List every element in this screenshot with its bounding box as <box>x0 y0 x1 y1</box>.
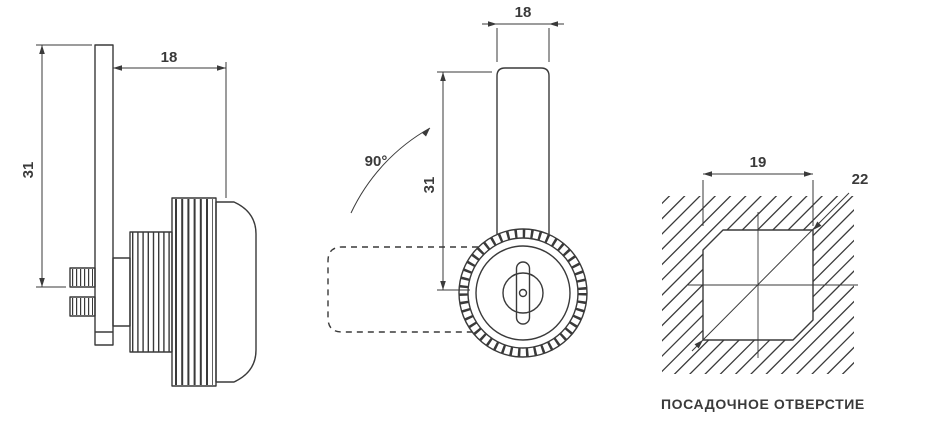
lock-face <box>458 228 588 358</box>
knurl-teeth <box>459 229 587 357</box>
dimension-front-width: 18 <box>482 4 564 62</box>
dimension-side-height: 31 <box>20 44 92 288</box>
dim-hole-width-value: 19 <box>750 154 767 171</box>
key-slot <box>515 261 531 325</box>
dimension-side-width: 18 <box>113 49 227 198</box>
bezel-circle <box>467 237 579 349</box>
center-pin <box>518 288 528 298</box>
lock-head <box>215 201 257 383</box>
cylinder-circle <box>502 272 544 314</box>
front-view: 90° 18 31 <box>327 4 588 358</box>
rotation-angle-value: 90° <box>365 153 388 170</box>
dimension-front-height: 31 <box>421 71 492 291</box>
threaded-section <box>129 231 173 353</box>
fixing-washer-bottom <box>69 296 96 317</box>
rotation-arc: 90° <box>350 127 431 214</box>
dim-front-width-value: 18 <box>515 4 532 21</box>
dim-front-height-value: 31 <box>421 177 438 194</box>
dimension-hole-diagonal: 22 <box>691 171 869 352</box>
hole-caption: ПОСАДОЧНОЕ ОТВЕРСТИЕ <box>661 396 865 412</box>
cam-rotated-dashed <box>327 246 478 333</box>
dimension-hole-width: 19 <box>702 154 814 226</box>
fixing-washer-top <box>69 267 96 288</box>
dim-hole-diagonal-value: 22 <box>852 171 869 188</box>
collar <box>112 257 131 327</box>
face-circle <box>475 245 571 341</box>
cam-upright <box>496 67 550 234</box>
side-view: 18 31 <box>20 44 257 387</box>
mounting-hole-view: 22 19 ПОСАДОЧНОЕ ОТВЕРСТИЕ <box>661 154 869 412</box>
cam-bar <box>94 44 114 346</box>
dim-side-height-value: 31 <box>20 162 37 179</box>
dim-side-width-value: 18 <box>161 49 178 66</box>
